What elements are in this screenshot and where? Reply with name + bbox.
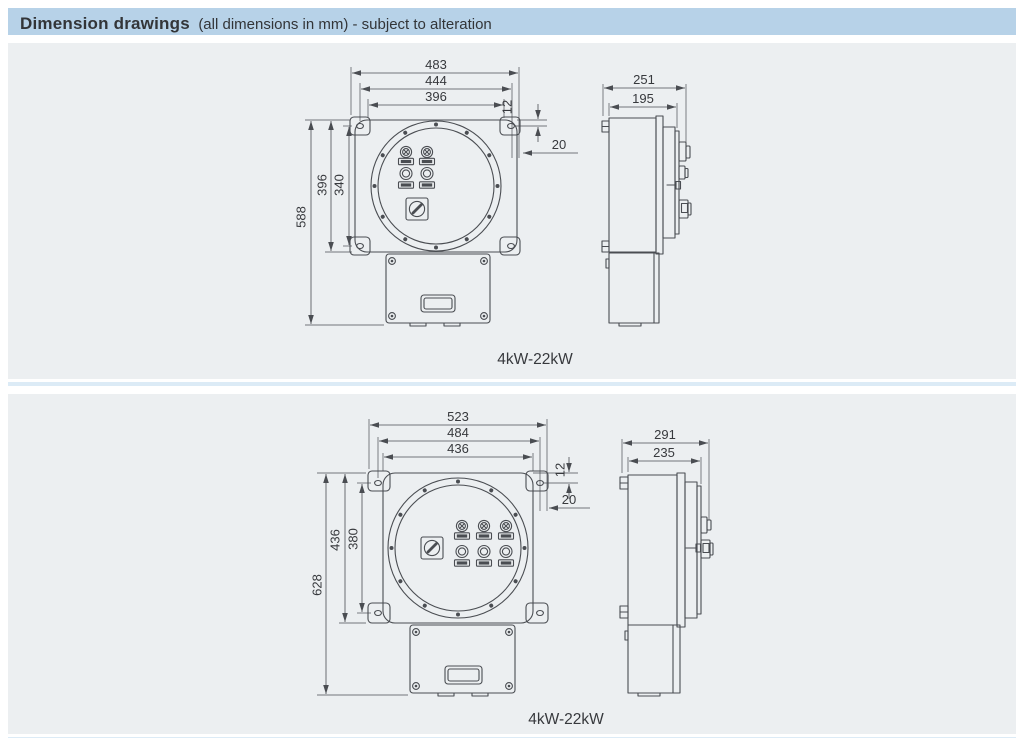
dim-tab: 20 (552, 137, 566, 152)
indicator-lamps (455, 519, 513, 533)
legend-plates-row2 (397, 181, 436, 189)
dim-tab: 20 (562, 492, 576, 507)
cover-bolts (372, 122, 500, 250)
indicator-lamps (399, 145, 434, 159)
cover-screw (666, 180, 682, 190)
cover-flange-circle (370, 120, 502, 252)
cover-inner-circle (377, 127, 495, 245)
extension-lines-front (305, 67, 547, 326)
side-body (608, 117, 657, 253)
dim-depth-overall: 251 (633, 72, 655, 87)
cover-inner-circle (394, 484, 522, 612)
cable-gland-1 (700, 516, 712, 534)
cable-gland-2 (678, 165, 689, 180)
enclosure-body (354, 119, 518, 253)
dim-width-overall: 523 (447, 409, 469, 424)
dim-width-holes: 484 (447, 425, 469, 440)
cover-flange-circle (387, 477, 529, 619)
dim-width-overall: 483 (425, 57, 447, 72)
dim-height-body: 396 (314, 174, 329, 196)
panel-divider (8, 382, 1016, 386)
dim-height-body: 436 (327, 529, 342, 551)
side-view (619, 472, 714, 697)
drawing-caption: 4kW-22kW (528, 711, 604, 728)
cover-screw (685, 543, 702, 553)
front-view (349, 116, 521, 327)
side-operator (678, 199, 692, 219)
rotary-switch (404, 196, 430, 222)
cover-bolts (389, 479, 527, 617)
top-drawing-svg: 483 444 396 12 20 588 396 340 (293, 57, 692, 368)
dim-depth-body: 235 (653, 445, 675, 460)
dim-width-holes: 444 (425, 73, 447, 88)
dim-height-overall: 628 (309, 574, 324, 596)
dim-depth-overall: 291 (654, 427, 676, 442)
rotary-switch (419, 535, 445, 561)
dimension-lines-side (604, 85, 685, 110)
side-body (627, 474, 678, 626)
extension-lines-front (317, 419, 578, 696)
drawing-panel-top: 483 444 396 12 20 588 396 340 (8, 43, 1016, 379)
dimension-lines-front (308, 70, 578, 324)
terminal-box (385, 253, 491, 327)
drawing-caption: 4kW-22kW (497, 351, 573, 368)
dim-hole-offset: 12 (499, 100, 514, 114)
push-buttons (399, 166, 434, 181)
dim-width-body: 436 (447, 441, 469, 456)
dim-hole-offset: 12 (552, 463, 567, 477)
dimension-lines-side (623, 440, 708, 464)
dim-height-holes: 380 (345, 528, 360, 550)
legend-plates-row2 (453, 559, 515, 567)
side-terminal-box (624, 624, 681, 697)
dim-height-overall: 588 (293, 206, 308, 228)
side-view (601, 115, 692, 327)
legend-plates-row1 (397, 157, 436, 166)
side-mounting-tabs (601, 120, 610, 253)
side-cover-rim (674, 130, 680, 235)
cable-gland-1 (678, 141, 691, 162)
page-subtitle: (all dimensions in mm) - subject to alte… (198, 16, 492, 33)
side-flange (655, 115, 664, 255)
side-mounting-tabs (619, 476, 629, 619)
side-flange (676, 472, 686, 628)
push-buttons (455, 544, 513, 559)
extension-lines-side (602, 84, 687, 145)
dim-width-body: 396 (425, 89, 447, 104)
terminal-box (409, 624, 516, 697)
bottom-drawing-svg: 523 484 436 12 20 628 436 380 (309, 409, 714, 728)
side-cover (662, 126, 676, 239)
page-title: Dimension drawings (20, 14, 190, 33)
extension-lines-side (621, 439, 710, 520)
dim-height-holes: 340 (331, 174, 346, 196)
dim-depth-body: 195 (632, 91, 654, 106)
enclosure-body (382, 472, 534, 624)
side-terminal-box (605, 252, 660, 327)
side-operator (700, 539, 714, 559)
side-cover (684, 481, 698, 619)
section-header: Dimension drawings (all dimensions in mm… (8, 8, 1016, 35)
legend-plates-row1 (453, 532, 515, 540)
drawing-panel-bottom: 523 484 436 12 20 628 436 380 (8, 394, 1016, 734)
front-view (367, 470, 549, 697)
dimension-lines-front (323, 422, 590, 694)
